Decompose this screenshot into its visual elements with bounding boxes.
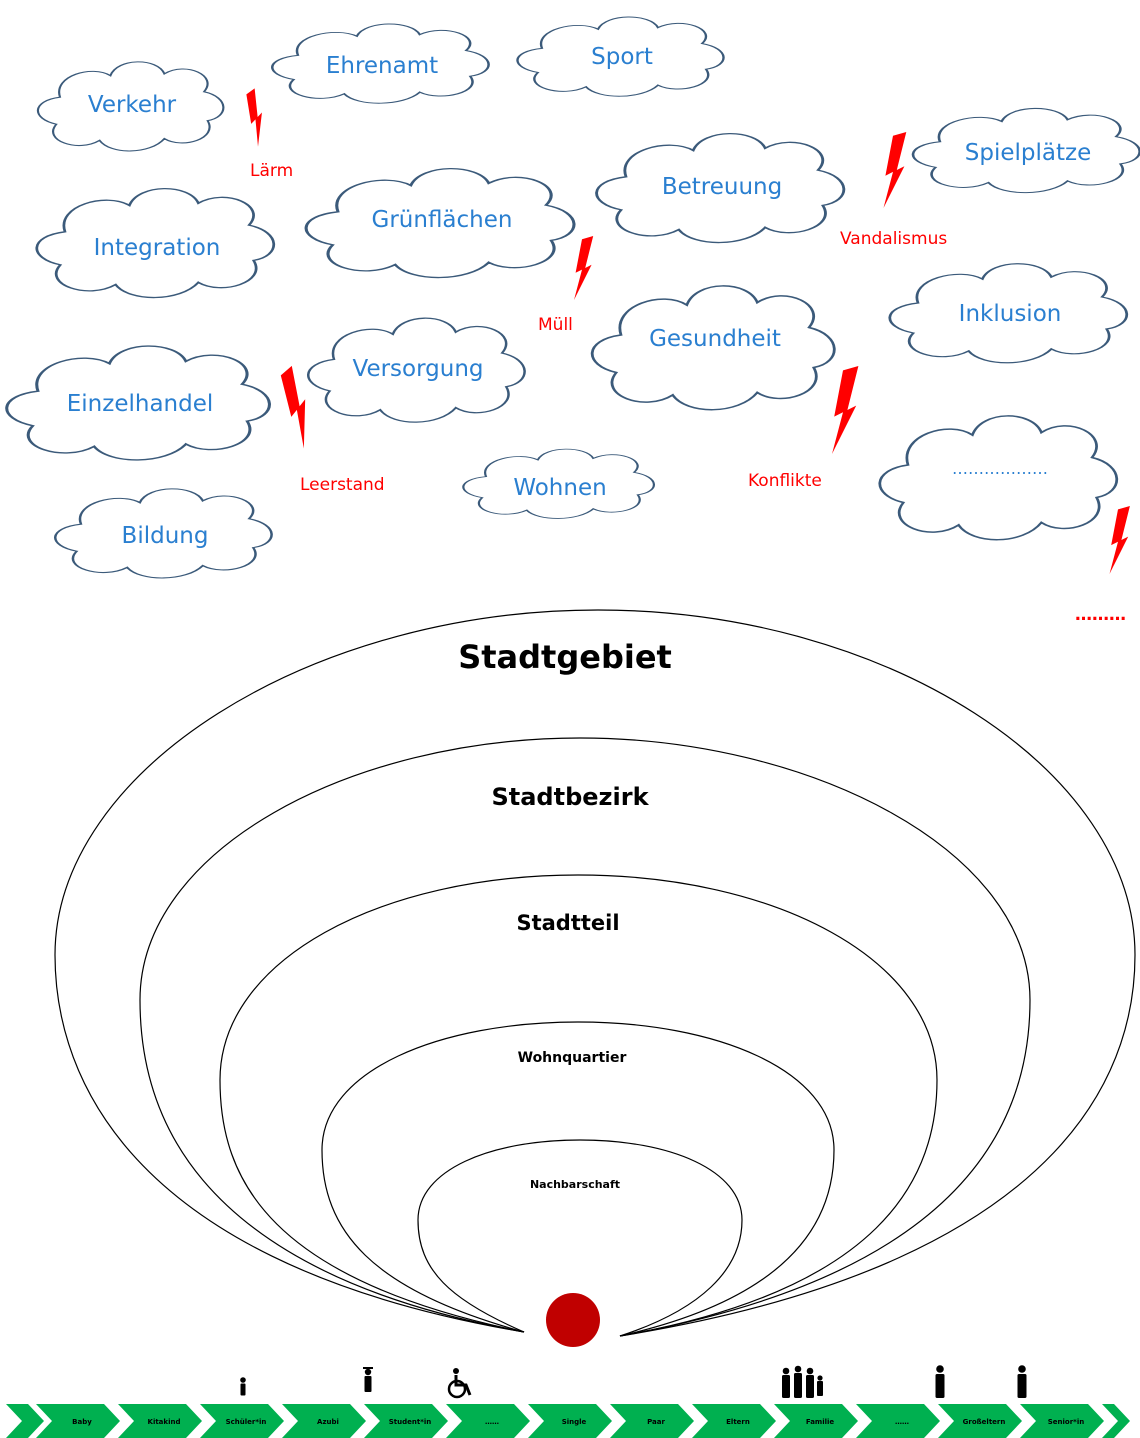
- cloud-bildung: Bildung: [53, 487, 273, 580]
- topic-label: Ehrenamt: [326, 53, 438, 79]
- ring-wohnquartier: [321, 1021, 835, 1337]
- life-stage-chevron: [856, 1404, 940, 1438]
- life-stage-chevron: [528, 1404, 612, 1438]
- center-dot: [546, 1293, 600, 1347]
- cloud-integration: Integration: [35, 187, 276, 299]
- life-stage-label: Schüler*in: [226, 1418, 267, 1426]
- life-stage-timeline: Baby Kitakind Schüler*in Azubi Student*in …… S…: [6, 1404, 1130, 1438]
- timeline-end-chevron: [1102, 1404, 1130, 1438]
- topic-label: Gesundheit: [649, 326, 781, 352]
- lightning-icon: [1109, 506, 1130, 574]
- topic-label: Versorgung: [352, 356, 483, 382]
- topic-clouds: Verkehr Ehrenamt Sport Spielplätze Betre…: [5, 15, 1140, 580]
- cloud-betreuung: Betreuung: [595, 132, 846, 244]
- life-stage-label: Senior*in: [1048, 1418, 1084, 1426]
- conflicts: Lärm Vandalismus Müll Leerstand Konflikt…: [238, 88, 1130, 625]
- ring-labels: Stadtgebiet Stadtbezirk Stadtteil Wohnqu…: [458, 638, 672, 1191]
- cloud-inklusion: Inklusion: [888, 262, 1129, 365]
- conflict-label: Müll: [538, 315, 573, 335]
- topic-label: Spielplätze: [965, 140, 1091, 166]
- life-stage-label: Baby: [72, 1418, 92, 1426]
- life-stage-chevron: [692, 1404, 776, 1438]
- man-icon: [935, 1365, 945, 1398]
- ring-label: Stadtbezirk: [491, 783, 649, 811]
- timeline-start-chevron: [6, 1404, 44, 1438]
- life-stage-chevron: [774, 1404, 858, 1438]
- topic-label: Integration: [94, 235, 221, 261]
- cloud-more: ………………: [878, 414, 1119, 542]
- life-stage-label: Single: [562, 1418, 587, 1426]
- family-icon: [782, 1365, 823, 1398]
- life-stage-chevron: [36, 1404, 120, 1438]
- topic-label: Wohnen: [513, 475, 606, 501]
- ring-stadtgebiet: [54, 609, 1136, 1337]
- life-stage-label: Familie: [806, 1418, 835, 1426]
- life-stage-label: Großeltern: [963, 1418, 1006, 1426]
- cloud-sport: Sport: [516, 15, 725, 98]
- life-stage-chevron: [938, 1404, 1022, 1438]
- life-stage-label: Azubi: [317, 1418, 339, 1426]
- conflict-label: Konflikte: [748, 471, 822, 491]
- life-stage-chevron: [446, 1404, 530, 1438]
- cloud-gruenflaechen: Grünflächen: [304, 167, 576, 280]
- topic-label: Verkehr: [88, 92, 177, 118]
- life-stage-label: Eltern: [726, 1418, 750, 1426]
- life-stage-icons: [240, 1365, 1027, 1399]
- topic-label: Grünflächen: [372, 207, 513, 233]
- conflict-label: Vandalismus: [840, 229, 947, 249]
- life-stage-label: Student*in: [389, 1418, 432, 1426]
- cloud-gesundheit: Gesundheit: [590, 284, 836, 412]
- conflict-label: Lärm: [250, 161, 293, 181]
- life-stage-chevron: [364, 1404, 448, 1438]
- conflict-label: ………: [1075, 605, 1126, 625]
- cloud-verkehr: Verkehr: [36, 60, 225, 153]
- ring-label: Stadtteil: [516, 911, 619, 935]
- graduate-icon: [363, 1367, 373, 1392]
- lightning-icon: [883, 132, 907, 208]
- life-stage-chevron: [200, 1404, 284, 1438]
- topic-label: Einzelhandel: [67, 391, 214, 417]
- lightning-icon: [832, 366, 859, 454]
- topic-label: Betreuung: [662, 174, 782, 200]
- scale-rings: [54, 609, 1136, 1337]
- life-stage-label: Kitakind: [148, 1418, 181, 1426]
- cloud-versorgung: Versorgung: [306, 316, 526, 424]
- ring-stadtteil: [219, 874, 938, 1337]
- topic-label: ………………: [952, 459, 1048, 478]
- topic-label: Sport: [591, 44, 653, 70]
- life-stage-chevron: [282, 1404, 366, 1438]
- conflict-label: Leerstand: [300, 475, 385, 495]
- life-stage-label: Paar: [647, 1418, 665, 1426]
- topic-label: Bildung: [122, 523, 209, 549]
- ring-nachbarschaft: [417, 1139, 743, 1337]
- cloud-wohnen: Wohnen: [462, 448, 656, 520]
- life-stage-label: ……: [485, 1418, 499, 1426]
- wheelchair-icon: [447, 1368, 472, 1399]
- ring-stadtbezirk: [139, 737, 1031, 1337]
- lightning-icon: [574, 236, 594, 300]
- cloud-einzelhandel: Einzelhandel: [5, 344, 271, 462]
- man-icon: [1017, 1365, 1027, 1398]
- person-icon: [240, 1377, 246, 1396]
- cloud-spielplaetze: Spielplätze: [911, 107, 1140, 194]
- ring-label: Wohnquartier: [518, 1050, 627, 1066]
- cloud-ehrenamt: Ehrenamt: [270, 22, 490, 105]
- topic-label: Inklusion: [959, 301, 1062, 327]
- ring-label: Stadtgebiet: [458, 638, 672, 676]
- life-stage-label: ……: [895, 1418, 909, 1426]
- life-stage-chevron: [118, 1404, 202, 1438]
- lightning-icon: [238, 88, 274, 147]
- life-stage-chevron: [610, 1404, 694, 1438]
- ring-label: Nachbarschaft: [530, 1178, 620, 1191]
- life-stage-chevron: [1020, 1404, 1104, 1438]
